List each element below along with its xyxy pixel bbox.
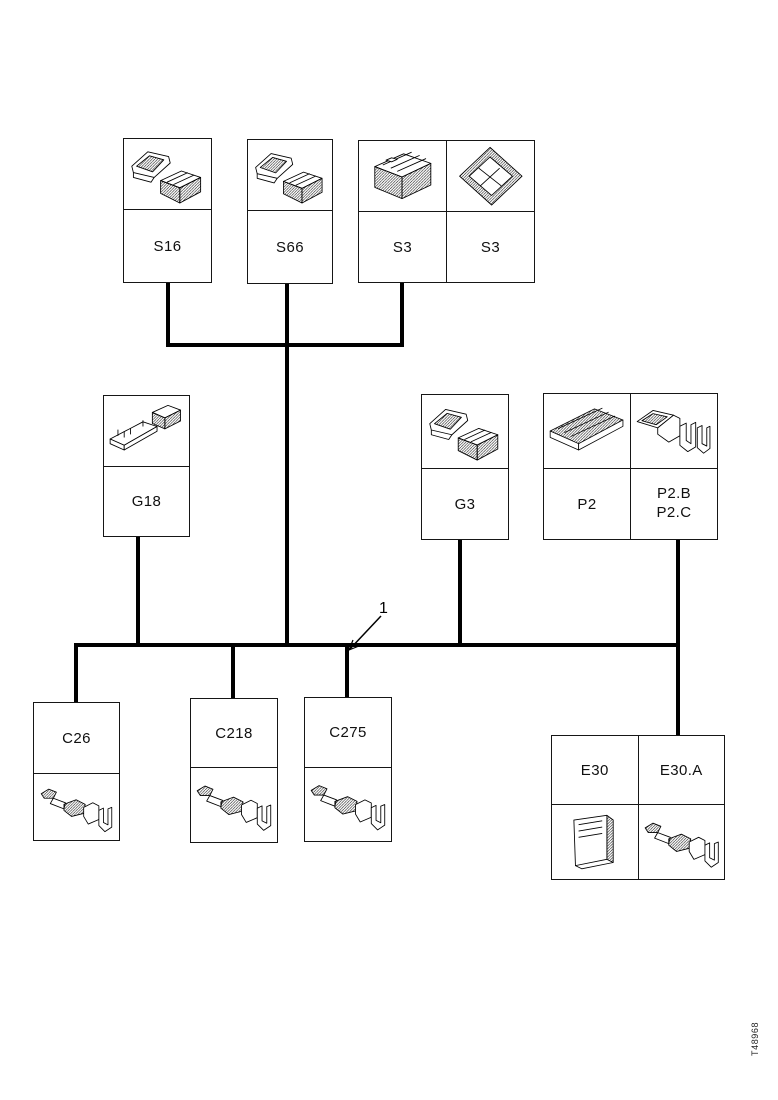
c275-illustration xyxy=(305,767,391,841)
e30-illustration xyxy=(552,804,638,879)
p2bc-label: P2.B P2.C xyxy=(631,468,717,539)
connector-pair-icon xyxy=(425,398,504,465)
harness-stem-s3 xyxy=(400,281,404,345)
g18-illustration xyxy=(104,396,189,466)
s3b-illustration xyxy=(447,141,534,211)
node-g3: G3 xyxy=(421,394,509,540)
harness-stem-g18 xyxy=(136,535,140,645)
p2-illustration xyxy=(544,394,630,468)
node-s16: S16 xyxy=(123,138,212,283)
node-s3-s3: S3 S3 xyxy=(358,140,535,283)
wire-terminal-icon xyxy=(37,777,115,838)
connector-diamond-icon xyxy=(450,144,530,208)
connector-pair-icon xyxy=(127,142,207,206)
node-c275: C275 xyxy=(304,697,392,842)
p2bc-illustration xyxy=(631,394,717,468)
s3a-label: S3 xyxy=(359,211,446,282)
wire-terminal-icon xyxy=(194,771,273,839)
wire-terminal-icon xyxy=(642,808,721,876)
e30a-illustration xyxy=(638,804,724,879)
connector-pair-icon xyxy=(251,143,328,207)
s66-illustration xyxy=(248,140,332,210)
node-e30-e30a: E30 E30.A xyxy=(551,735,725,880)
callout-leader-line xyxy=(348,615,382,651)
p2-label: P2 xyxy=(544,468,630,539)
harness-bus-top xyxy=(166,343,404,347)
g3-label: G3 xyxy=(422,468,508,539)
s3a-illustration xyxy=(359,141,446,211)
s66-label: S66 xyxy=(248,210,332,283)
c26-illustration xyxy=(34,773,119,840)
e30a-label: E30.A xyxy=(659,761,703,779)
node-c218: C218 xyxy=(190,698,278,843)
s16-illustration xyxy=(124,139,211,209)
harness-stem-s66 xyxy=(285,282,289,645)
c218-illustration xyxy=(191,767,277,842)
c218-label: C218 xyxy=(215,724,253,742)
node-s66: S66 xyxy=(247,139,333,284)
p2c-label: P2.C xyxy=(656,504,692,521)
harness-stem-c26 xyxy=(74,645,78,703)
s16-label: S16 xyxy=(124,209,211,282)
g18-label: G18 xyxy=(104,466,189,536)
harness-bus-main xyxy=(74,643,680,647)
harness-stem-g3 xyxy=(458,538,462,645)
module-icon xyxy=(555,808,634,876)
harness-stem-c218 xyxy=(231,645,235,699)
c275-label: C275 xyxy=(329,724,367,741)
doc-code: T48968 xyxy=(750,1021,760,1056)
wire-terminal-icon xyxy=(308,771,387,838)
harness-stem-c275 xyxy=(345,645,349,698)
node-c26: C26 xyxy=(33,702,120,841)
e30-label: E30 xyxy=(580,761,609,779)
bracket-terminal-icon xyxy=(634,397,713,465)
node-g18: G18 xyxy=(103,395,190,537)
c26-label: C26 xyxy=(62,729,91,747)
harness-stem-p2-e30 xyxy=(676,538,680,737)
harness-stem-s16 xyxy=(166,281,170,345)
relay-connector-icon xyxy=(107,399,185,463)
connector-block-icon xyxy=(362,144,442,208)
s3b-label: S3 xyxy=(447,211,534,282)
p2b-label: P2.B xyxy=(656,485,692,503)
node-p2-p2bc: P2 P2.B P2.C xyxy=(543,393,718,540)
g3-illustration xyxy=(422,395,508,468)
pin-strip-connector-icon xyxy=(547,397,626,465)
callout-1: 1 xyxy=(379,600,388,617)
